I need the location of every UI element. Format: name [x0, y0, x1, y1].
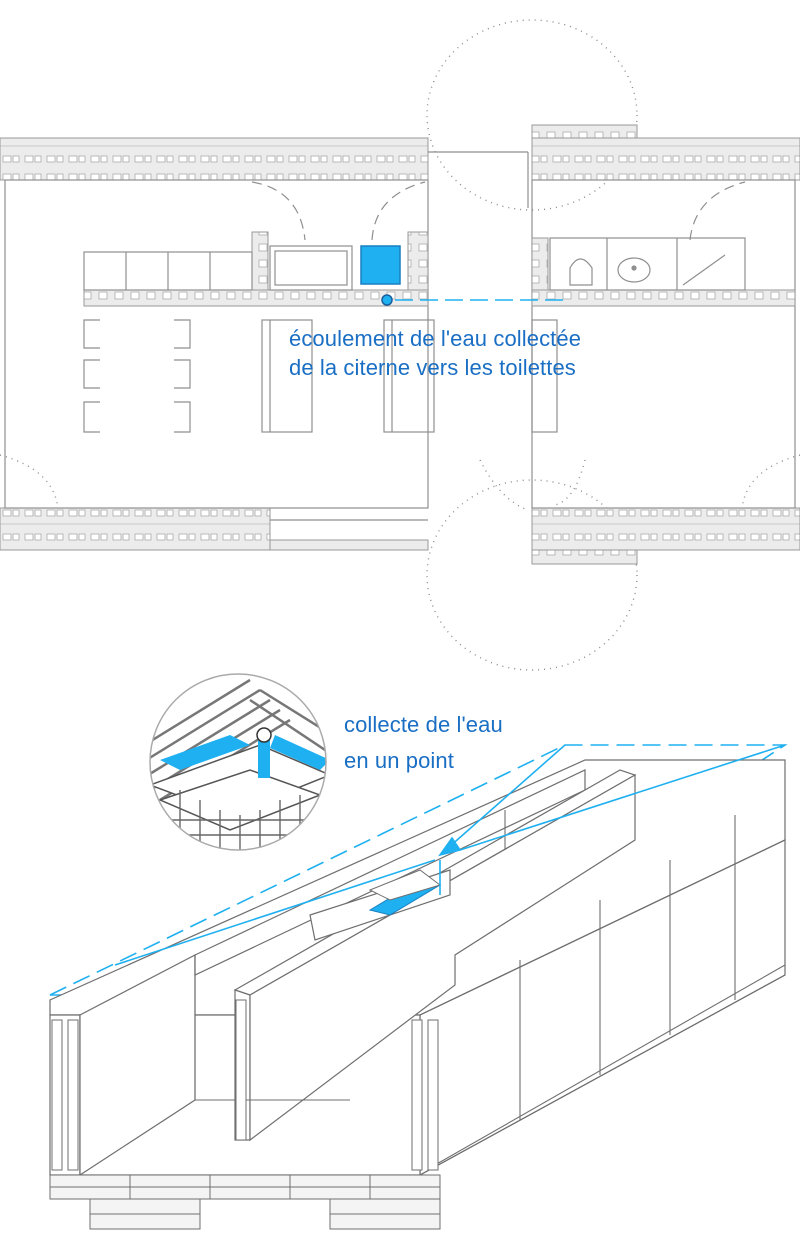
interior-doors — [251, 181, 746, 241]
detail-magnifier — [150, 674, 326, 850]
bathroom-fixtures — [549, 237, 746, 291]
axo-annotation-line2: en un point — [344, 748, 454, 773]
cistern-blue — [360, 245, 401, 285]
edge-columns — [51, 999, 439, 1171]
axo-annotation-line1: collecte de l'eau — [344, 712, 503, 737]
exterior-walls — [0, 124, 800, 565]
base-pallets — [49, 1174, 441, 1230]
axo-annotation: collecte de l'eau en un point — [344, 707, 503, 779]
plan-annotation-line1: écoulement de l'eau collectée — [289, 326, 582, 351]
plan-annotation: écoulement de l'eau collectée de la cite… — [289, 324, 581, 382]
kitchen-counter — [83, 245, 353, 291]
water-collection-lines — [114, 744, 786, 966]
floor-plan-drawing — [0, 19, 800, 671]
interior-partition — [83, 231, 796, 307]
furniture — [83, 319, 558, 433]
plan-annotation-line2: de la citerne vers les toilettes — [289, 355, 576, 380]
drain-point — [381, 294, 393, 306]
